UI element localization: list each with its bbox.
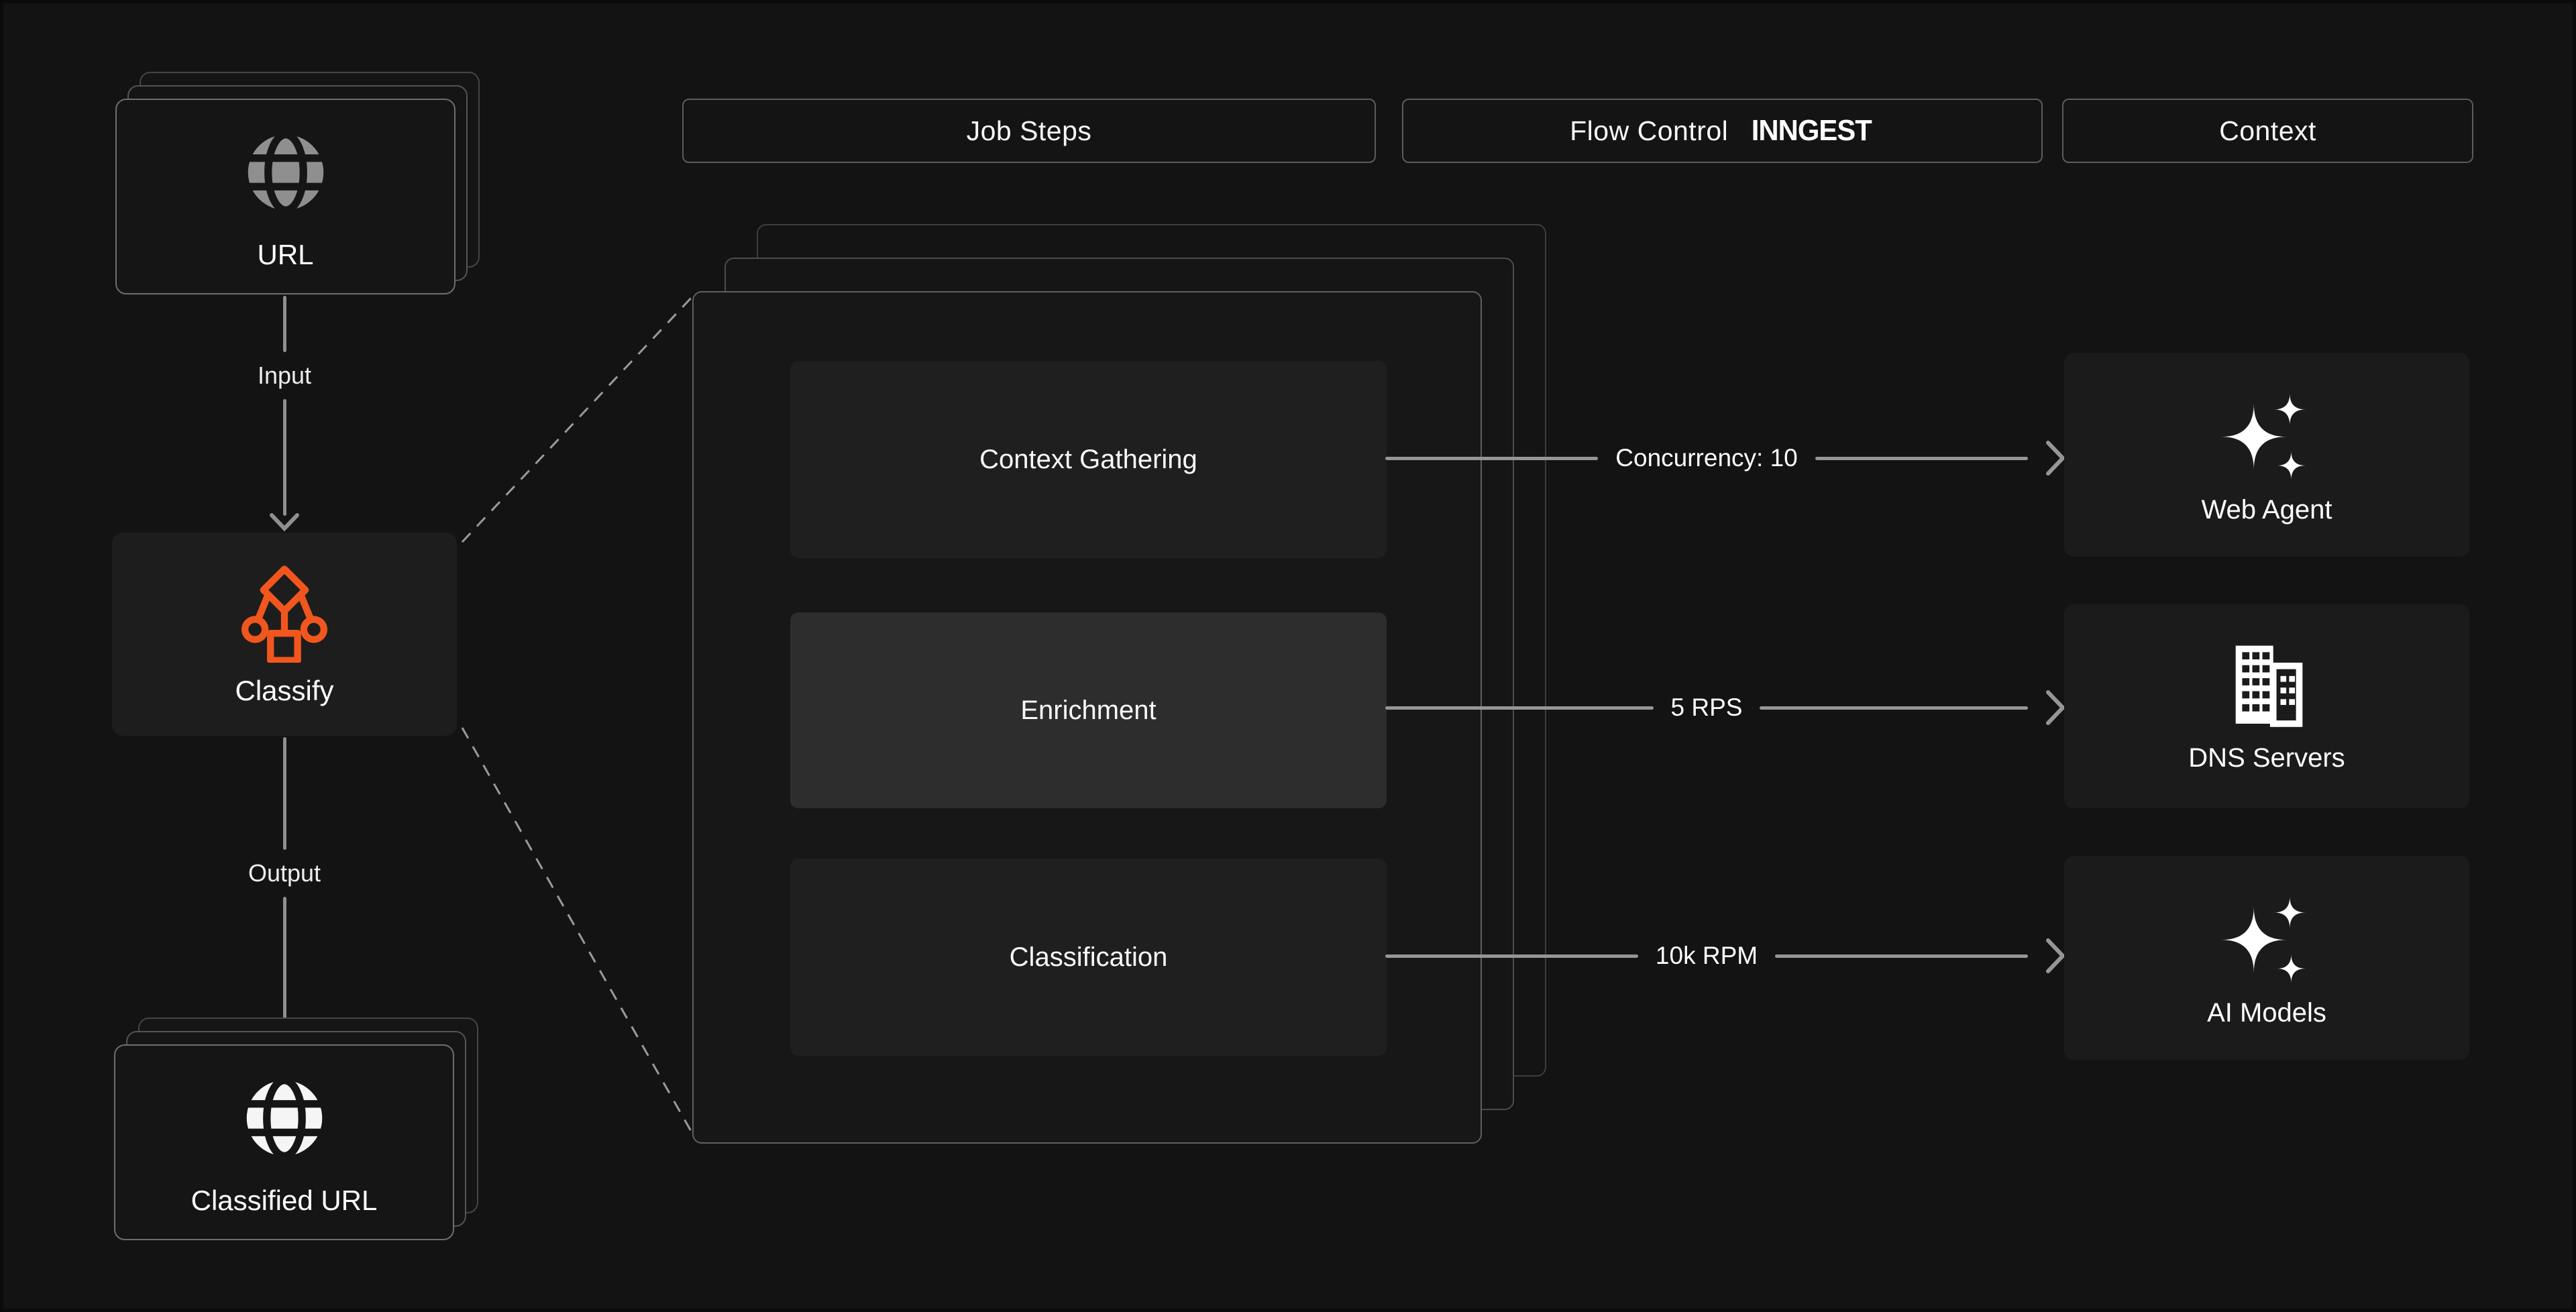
flow-line xyxy=(1775,954,2028,958)
flow-label-concurrency: Concurrency: 10 xyxy=(1615,444,1798,472)
classify-card-label: Classify xyxy=(235,674,334,706)
flow-line xyxy=(1385,456,1599,460)
context-card-label: DNS Servers xyxy=(2188,743,2345,773)
arrow-right-icon xyxy=(2046,441,2065,476)
flow-label-rpm: 10k RPM xyxy=(1655,942,1758,969)
input-arrow: Input xyxy=(258,296,311,532)
context-card-label: Web Agent xyxy=(2201,494,2332,525)
sparkles-icon xyxy=(2221,896,2306,983)
inngest-logo: INNGEST xyxy=(1751,114,1872,147)
step-context-gathering: Context Gathering xyxy=(790,361,1387,558)
output-arrow: Output xyxy=(248,737,321,1044)
classified-url-card-stack: Classified URL xyxy=(114,1018,480,1242)
header-flow-control: Flow Control INNGEST xyxy=(1402,99,2043,163)
globe-icon xyxy=(247,131,324,214)
flow-line xyxy=(1815,456,2028,460)
job-steps-panel: Context Gathering Enrichment Classificat… xyxy=(692,291,1482,1144)
workflow-icon xyxy=(241,565,328,663)
flow-row-rpm: 10k RPM xyxy=(1385,934,2065,977)
input-arrow-label: Input xyxy=(257,362,312,389)
flow-label-rps: 5 RPS xyxy=(1670,694,1743,721)
input-arrow-line-top xyxy=(282,296,286,352)
context-card-ai-models: AI Models xyxy=(2064,856,2469,1060)
flow-line xyxy=(1385,954,1638,958)
header-context: Context xyxy=(2062,99,2473,163)
header-context-label: Context xyxy=(2219,115,2316,146)
output-arrow-label: Output xyxy=(248,859,321,887)
arrow-right-icon xyxy=(2046,938,2065,973)
url-card-stack: URL xyxy=(115,72,481,296)
header-job-steps-label: Job Steps xyxy=(966,115,1092,146)
url-card-label: URL xyxy=(257,239,314,270)
context-card-label: AI Models xyxy=(2207,997,2326,1028)
context-card-web-agent: Web Agent xyxy=(2064,353,2469,557)
flow-line xyxy=(1760,706,2028,710)
arrow-down-icon xyxy=(270,513,299,532)
step-classification: Classification xyxy=(790,859,1387,1056)
step-enrichment: Enrichment xyxy=(790,612,1387,808)
arrow-right-icon xyxy=(2046,690,2065,725)
header-flow-control-label: Flow Control xyxy=(1570,115,1729,146)
flow-row-rps: 5 RPS xyxy=(1385,686,2065,729)
classify-card: Classify xyxy=(112,533,457,736)
url-card: URL xyxy=(115,99,455,294)
classified-url-card-label: Classified URL xyxy=(191,1185,378,1216)
flow-row-concurrency: Concurrency: 10 xyxy=(1385,437,2065,480)
classified-url-card: Classified URL xyxy=(114,1044,454,1240)
globe-icon xyxy=(246,1077,323,1160)
context-card-dns-servers: DNS Servers xyxy=(2064,604,2469,808)
output-arrow-line-bottom xyxy=(282,897,286,1028)
output-arrow-line-top xyxy=(282,737,286,850)
header-job-steps: Job Steps xyxy=(682,99,1376,163)
sparkles-icon xyxy=(2221,393,2306,480)
buildings-icon xyxy=(2235,645,2303,727)
input-arrow-line-bottom xyxy=(282,399,286,516)
flow-line xyxy=(1385,706,1654,710)
